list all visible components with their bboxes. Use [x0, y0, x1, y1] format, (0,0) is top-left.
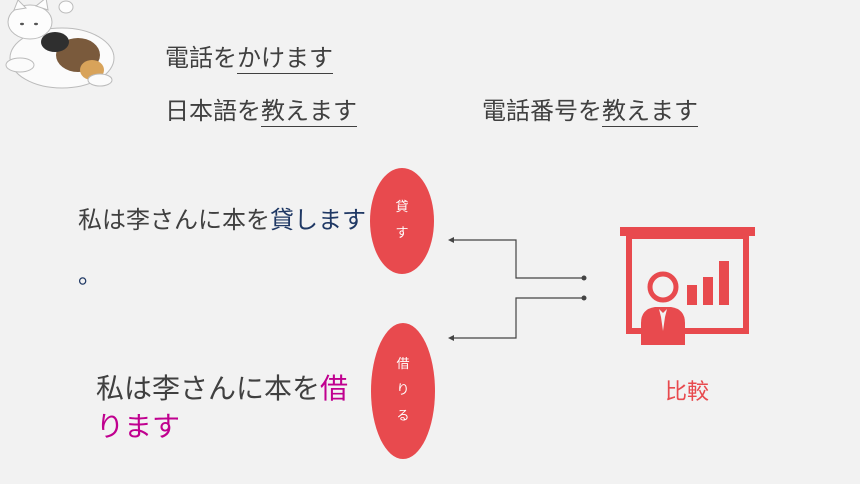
presentation-board-icon [620, 227, 755, 345]
example-prefix: 電話番号を [482, 97, 602, 125]
oval-char: 借 [396, 357, 410, 372]
cat-illustration [5, 0, 115, 89]
example-phrase-call: 電話をかけます [165, 38, 333, 74]
example-underlined-verb: 教えます [261, 97, 357, 127]
oval-char: る [396, 409, 410, 424]
arrowhead-icon [448, 335, 454, 341]
example-phrase-teach-phone-number: 電話番号を教えます [482, 91, 698, 127]
sentence-borrow-line2: ります [96, 410, 181, 443]
example-phrase-teach-japanese: 日本語を教えます [165, 91, 357, 127]
sentence-period: 。 [78, 261, 102, 289]
compare-label: 比較 [665, 380, 710, 405]
sentence-verb-highlight: 借 [320, 372, 349, 405]
example-underlined-verb: 教えます [602, 97, 698, 127]
oval-char: り [396, 383, 410, 398]
verb-oval-kasu: 貸 す [370, 168, 434, 274]
oval-char: 貸 [395, 200, 409, 215]
example-underlined-verb: かけます [237, 44, 333, 74]
sentence-borrow-line1: 私は李さんに本を借 [96, 367, 348, 407]
sentence-prefix: 私は李さんに本を [96, 372, 321, 405]
connector-arrows [448, 237, 587, 341]
example-prefix: 電話を [165, 44, 237, 72]
sentence-verb-highlight: 貸します [270, 206, 366, 234]
sentence-prefix: 私は李さんに本を [78, 206, 270, 234]
example-prefix: 日本語を [165, 97, 261, 125]
sentence-lend: 私は李さんに本を貸します [78, 200, 366, 235]
oval-char: す [395, 226, 409, 241]
verb-oval-kariru: 借 り る [371, 323, 435, 459]
arrowhead-icon [448, 237, 454, 243]
